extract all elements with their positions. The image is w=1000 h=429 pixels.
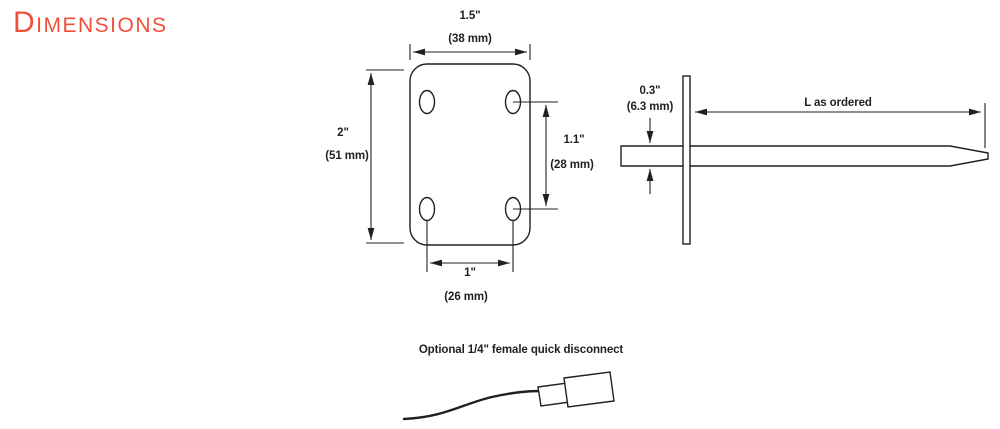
hole-horizontal-spacing-dimension-lines — [426, 221, 514, 272]
plate-height-dimension-lines — [366, 69, 404, 244]
plate-height-millimeters: (51 mm) — [325, 150, 369, 162]
probe-left-stub — [620, 145, 683, 167]
hole-spacing-vertical-millimeters: (28 mm) — [550, 159, 594, 171]
probe-assembly — [620, 75, 989, 245]
mounting-plate-outline — [409, 63, 531, 246]
mounting-plate — [409, 63, 531, 246]
plate-width-dimension-lines — [409, 44, 531, 60]
plate-width-inches: 1.5" — [459, 10, 481, 22]
mounting-hole-top-left — [418, 89, 436, 115]
hole-spacing-horizontal-millimeters: (26 mm) — [444, 291, 488, 303]
probe-diameter-inches: 0.3" — [639, 85, 661, 97]
plate-width-millimeters: (38 mm) — [448, 33, 492, 45]
probe-length-label: L as ordered — [804, 97, 872, 109]
lead-wire — [402, 389, 543, 421]
probe-length-dimension-lines — [695, 103, 986, 148]
connector-body — [563, 371, 615, 408]
quick-disconnect-drawing — [402, 371, 615, 421]
hole-vertical-spacing-dimension-lines — [513, 101, 558, 210]
hole-spacing-horizontal-inches: 1" — [464, 267, 476, 279]
plate-height-inches: 2" — [337, 127, 349, 139]
quick-disconnect-note: Optional 1/4" female quick disconnect — [418, 344, 624, 356]
probe-flange — [682, 75, 691, 245]
mounting-hole-bottom-left — [418, 196, 436, 222]
probe-diameter-millimeters: (6.3 mm) — [626, 101, 674, 113]
hole-spacing-vertical-inches: 1.1" — [563, 134, 585, 146]
page-title: Dimensions — [13, 6, 168, 39]
probe-shaft — [690, 145, 989, 167]
